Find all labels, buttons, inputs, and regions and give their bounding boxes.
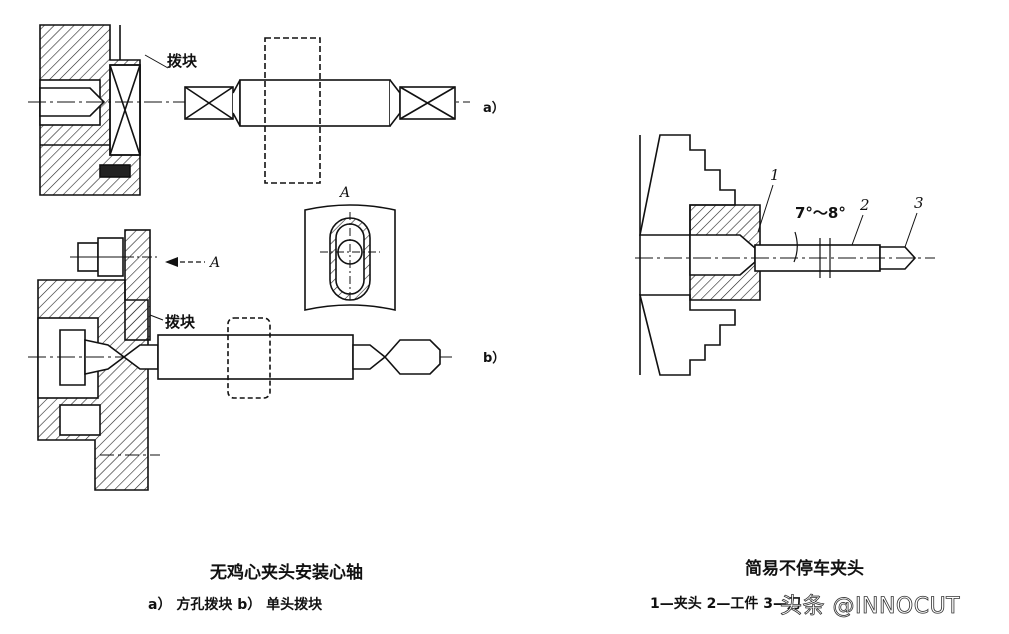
- arrow-a-label: A: [208, 255, 220, 271]
- leader-line: [144, 54, 169, 69]
- angle-arc: [793, 231, 798, 263]
- angle-label: 7°～8°: [795, 204, 846, 222]
- label-block-bottom: 拨块: [165, 313, 196, 331]
- label-3: 3: [914, 194, 924, 212]
- figure-b-chuck-section: [37, 229, 151, 491]
- label-b: b）: [483, 350, 505, 366]
- watermark: 头条 @INNOCUT: [780, 594, 961, 620]
- left-caption-title: 无鸡心夹头安装心轴: [210, 563, 363, 583]
- right-caption-title: 简易不停车夹头: [745, 559, 864, 579]
- leader-line: [149, 314, 164, 321]
- view-a-detail: [304, 204, 396, 311]
- view-a-label: A: [338, 185, 350, 201]
- figure-b-mandrel: [122, 317, 441, 399]
- label-2: 2: [859, 196, 870, 214]
- label-a: a）: [483, 100, 505, 116]
- left-caption-sub: a） 方孔拨块 b） 单头拨块: [148, 597, 323, 613]
- right-caption-sub: 1—夹头 2—工件 3—刀: [650, 596, 801, 612]
- leader-line: [904, 212, 918, 248]
- leader-line: [851, 214, 864, 246]
- label-1: 1: [770, 166, 780, 184]
- leader-line: [757, 184, 774, 233]
- label-block-top: 拨块: [167, 52, 198, 70]
- figure-a-chuck-section: [39, 24, 141, 196]
- view-arrow-a: [165, 257, 205, 267]
- figure-a-mandrel: [184, 37, 456, 184]
